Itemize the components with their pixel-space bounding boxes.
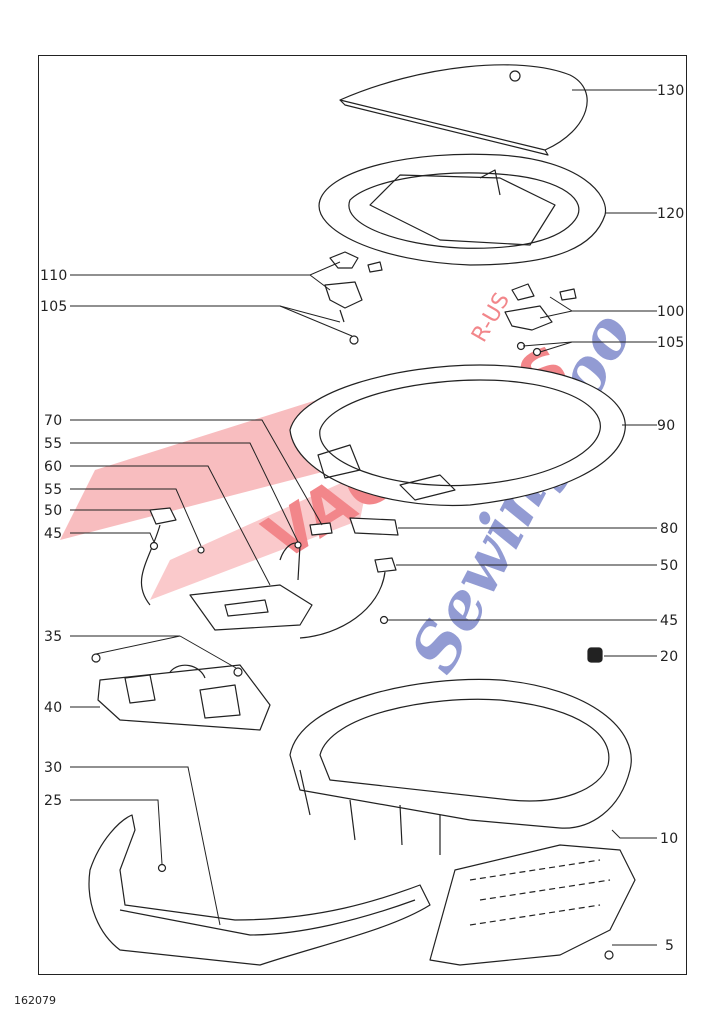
part-55-screw-b (294, 541, 302, 549)
part-100-latch-right (504, 283, 577, 357)
part-90-ring (289, 364, 626, 507)
callout-105-left: 105 (40, 299, 68, 315)
callout-130: 130 (657, 83, 685, 99)
part-50-sensor-right (299, 557, 397, 639)
callout-55-a: 55 (44, 436, 63, 452)
part-120-top-frame (318, 153, 607, 266)
part-30-bumper (88, 814, 431, 966)
callout-70: 70 (44, 413, 63, 429)
callout-45-left: 45 (44, 526, 63, 542)
callout-45-right: 45 (660, 613, 679, 629)
part-60-pcb (189, 542, 313, 631)
callout-120: 120 (657, 206, 685, 222)
part-10-chassis (289, 678, 632, 855)
callout-50-left: 50 (44, 503, 63, 519)
part-70-connector (309, 522, 333, 536)
part-25-screw (157, 863, 167, 873)
callout-100: 100 (657, 304, 685, 320)
document-number: 162079 (14, 994, 56, 1007)
callout-10: 10 (660, 831, 679, 847)
callout-55-b: 55 (44, 482, 63, 498)
part-80-bracket (349, 517, 399, 536)
part-40-panel (91, 653, 271, 731)
part-110-latch-left (324, 251, 383, 345)
diagram-frame (38, 55, 687, 975)
callout-30: 30 (44, 760, 63, 776)
callout-20: 20 (660, 649, 679, 665)
watermark-red-wedge-2 (150, 470, 370, 600)
callout-50-right: 50 (660, 558, 679, 574)
callout-40: 40 (44, 700, 63, 716)
part-5-base (429, 844, 636, 966)
part-130-lid (339, 64, 588, 156)
leader-lines (70, 89, 657, 946)
callout-105-right: 105 (657, 335, 685, 351)
callout-35: 35 (44, 629, 63, 645)
callout-90: 90 (657, 418, 676, 434)
callout-60: 60 (44, 459, 63, 475)
callout-80: 80 (660, 521, 679, 537)
part-55-screw-a (197, 546, 205, 554)
callout-110: 110 (40, 268, 68, 284)
part-50-sensor-left (140, 507, 177, 606)
callout-25: 25 (44, 793, 63, 809)
part-20-cap (587, 647, 603, 663)
callout-5: 5 (665, 938, 675, 954)
